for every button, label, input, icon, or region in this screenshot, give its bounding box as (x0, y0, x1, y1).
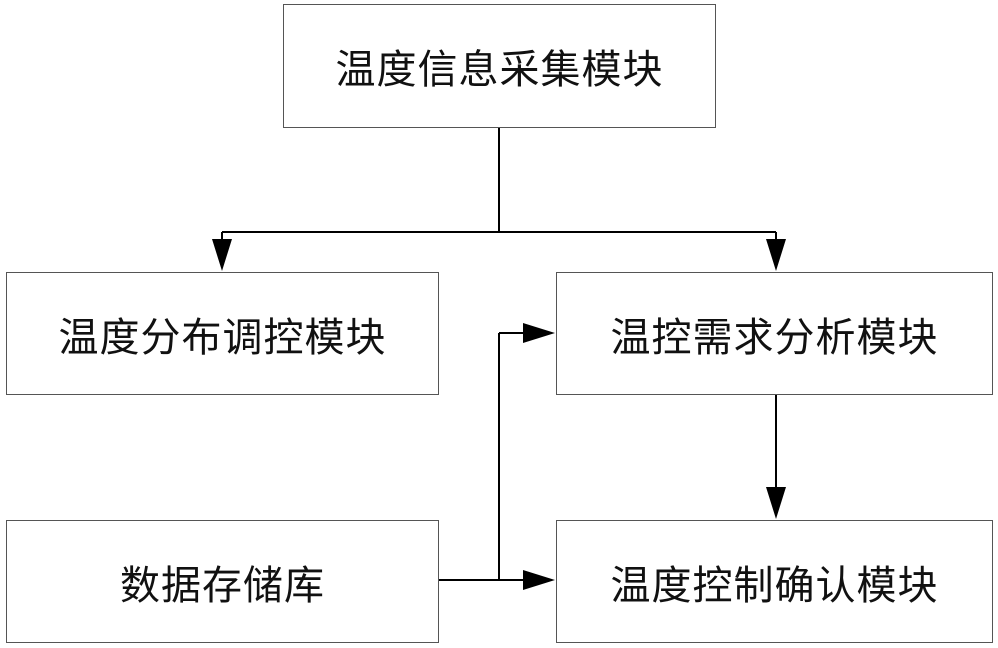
node-label: 温度控制确认模块 (610, 562, 939, 609)
node-temperature-distribution-control: 温度分布调控模块 (6, 272, 439, 395)
arrow-to-analysis-from-database (523, 323, 555, 343)
node-label: 温度信息采集模块 (335, 47, 664, 93)
arrow-to-analysis (766, 239, 786, 271)
arrow-to-distribution (212, 239, 232, 271)
node-label: 数据存储库 (120, 562, 325, 609)
node-temperature-control-confirmation: 温度控制确认模块 (556, 520, 993, 643)
node-temperature-demand-analysis: 温控需求分析模块 (556, 272, 993, 395)
node-label: 温度分布调控模块 (58, 314, 387, 361)
node-data-storage: 数据存储库 (6, 520, 439, 643)
node-label: 温控需求分析模块 (610, 314, 939, 361)
arrow-to-confirm-from-database (523, 570, 555, 590)
arrow-to-confirm-from-analysis (766, 487, 786, 519)
node-temperature-collection: 温度信息采集模块 (283, 4, 716, 128)
